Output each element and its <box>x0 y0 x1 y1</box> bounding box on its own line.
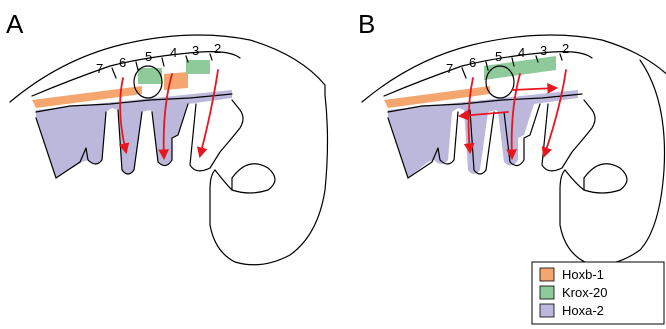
panel-a: A 7 6 5 4 3 2 <box>6 9 328 265</box>
rhombomere-4-label-b: 4 <box>518 45 525 60</box>
legend-label-krox20: Krox-20 <box>562 285 608 300</box>
panel-b-letter: B <box>358 9 375 39</box>
hoxb1-patch-r4-a <box>164 72 188 90</box>
rhombomere-2-label-b: 2 <box>562 41 569 56</box>
rhombomere-7-label-a: 7 <box>96 61 103 76</box>
legend-label-hoxa2: Hoxa-2 <box>562 303 604 318</box>
rhombomere-3-label-a: 3 <box>192 43 199 58</box>
stomodeum-b <box>565 170 584 190</box>
pharyngeal-bulge-a <box>232 164 275 193</box>
rhombomere-6-label-a: 6 <box>119 55 126 70</box>
legend-swatch-hoxa2 <box>540 304 554 317</box>
rostral-shift-arrow-b <box>512 88 556 90</box>
pharyngeal-bulge-b <box>584 164 627 193</box>
rhombomere-5-label-b: 5 <box>495 49 502 64</box>
legend-swatch-hoxb1 <box>540 268 554 281</box>
panel-a-letter: A <box>6 9 24 39</box>
rhombomere-7-label-b: 7 <box>446 61 453 76</box>
legend-swatch-krox20 <box>540 286 554 299</box>
rhombomere-4-label-a: 4 <box>170 45 177 60</box>
legend-label-hoxb1: Hoxb-1 <box>562 267 604 282</box>
panel-b: B 7 6 5 4 3 2 <box>358 9 666 264</box>
legend: Hoxb-1 Krox-20 Hoxa-2 <box>532 262 664 324</box>
rhombomere-3-label-b: 3 <box>540 43 547 58</box>
rhombomere-2-label-a: 2 <box>214 41 221 56</box>
rhombomere-6-label-b: 6 <box>469 55 476 70</box>
krox20-r3-a <box>186 60 210 74</box>
stomodeum-a <box>215 170 232 190</box>
arch-4-a <box>190 100 243 171</box>
rhombomere-5-label-a: 5 <box>145 49 152 64</box>
migration-arrow-r2-a <box>200 70 218 156</box>
